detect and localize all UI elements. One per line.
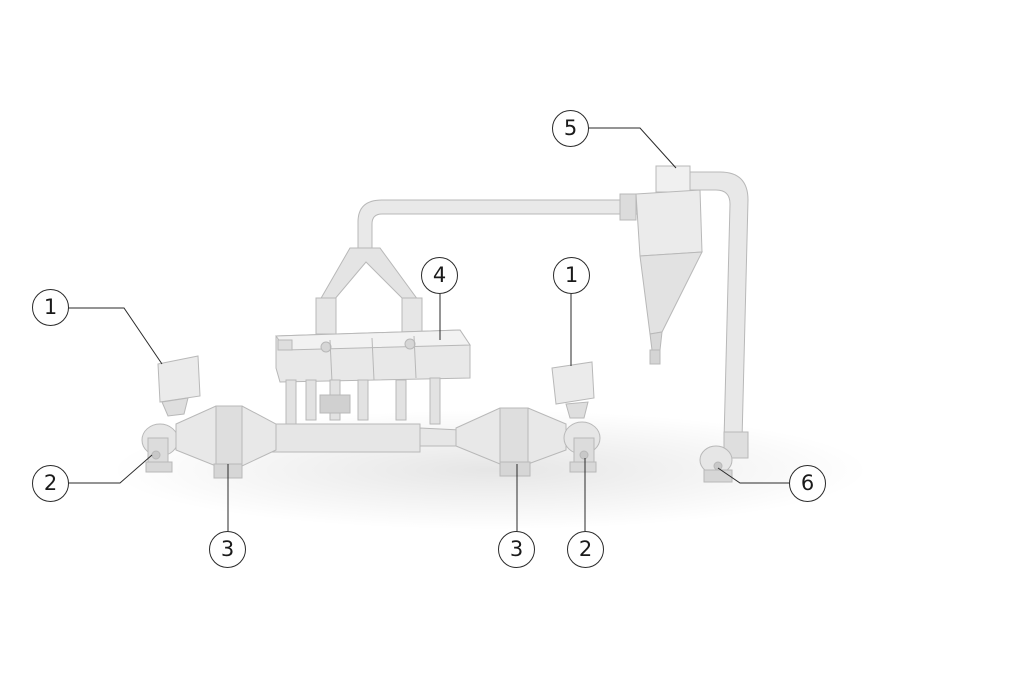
- heater-right: [455, 407, 567, 477]
- leader-1a: [68, 307, 163, 365]
- heater-left: [175, 405, 277, 479]
- leader-lines: [68, 127, 789, 531]
- overhead-duct: [315, 193, 641, 335]
- leader-5: [589, 127, 677, 169]
- fan-right: [563, 421, 601, 473]
- leader-2a: [68, 454, 153, 484]
- fluid-bed-dryer: [275, 329, 471, 425]
- fan-left: [141, 423, 179, 473]
- exhaust-fan: [699, 431, 749, 483]
- main-air-duct: [269, 423, 461, 453]
- cyclone-separator: [635, 165, 703, 365]
- air-filter-right: [551, 361, 595, 419]
- leader-6: [717, 467, 789, 484]
- air-filter-left: [157, 355, 201, 417]
